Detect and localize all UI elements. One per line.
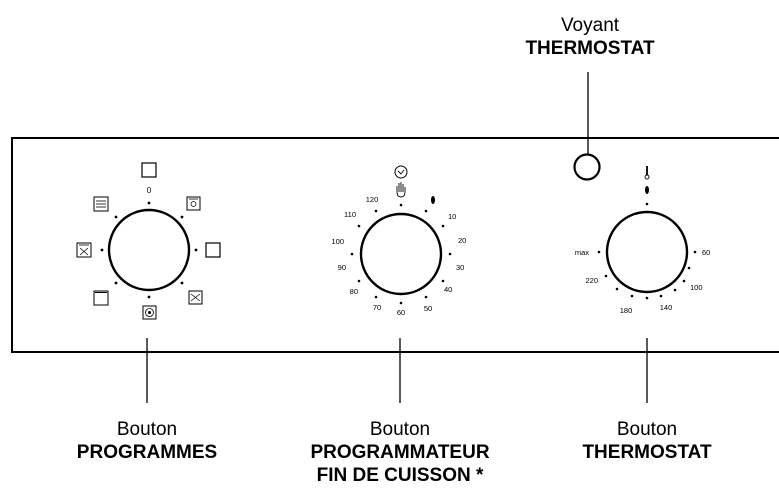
timer-tick-label: 70	[373, 303, 381, 312]
tick-dot	[399, 301, 403, 305]
timer-tick-label: 120	[366, 195, 379, 204]
thermostat-label: Bouton THERMOSTAT	[537, 418, 757, 464]
tick-dot	[424, 209, 428, 213]
hand-icon	[396, 182, 406, 198]
programmes-label: Bouton PROGRAMMES	[37, 418, 257, 464]
fan-grill-icon	[188, 290, 203, 305]
tick-dot	[659, 294, 663, 298]
tick-dot	[180, 215, 184, 219]
tick-dot	[693, 250, 697, 254]
tick-dot	[374, 295, 378, 299]
timer-knob[interactable]: 10 20 30 40 50 60 70 80 90 100 110 120	[331, 165, 466, 317]
indicator-mark-icon	[431, 196, 435, 204]
fan-grill-cross-icon	[76, 242, 92, 258]
tick-dot	[180, 281, 184, 285]
tick-dot	[374, 209, 378, 213]
thermostat-tick-label: max	[575, 248, 589, 257]
programmes-line1: Bouton	[116, 419, 178, 440]
indicator-mark-icon	[645, 186, 649, 194]
timer-tick-label: 90	[338, 263, 346, 272]
timer-tick-label: 100	[331, 237, 344, 246]
thermostat-tick-label: 180	[620, 306, 633, 315]
timer-tick-label: 80	[350, 287, 358, 296]
tick-dot	[147, 201, 151, 205]
programmateur-line1: Bouton	[369, 419, 431, 440]
timer-tick-label: 110	[344, 210, 356, 219]
timer-tick-label: 30	[456, 263, 464, 272]
clock-icon	[394, 165, 408, 179]
tick-dot	[630, 294, 634, 298]
programmateur-line2: PROGRAMMATEUR	[310, 442, 490, 463]
tick-dot	[645, 202, 649, 206]
thermostat-tick-label: 100	[690, 283, 703, 292]
thermometer-icon	[644, 166, 650, 180]
tick-dot	[147, 295, 151, 299]
programmateur-label: Bouton PROGRAMMATEUR FIN DE CUISSON *	[275, 418, 525, 487]
tick-dot	[114, 281, 118, 285]
voyant-line2: THERMOSTAT	[525, 38, 655, 59]
programmes-line2: PROGRAMMES	[76, 442, 218, 463]
timer-tick-label: 40	[444, 285, 452, 294]
tick-dot	[194, 248, 198, 252]
tick-dot	[682, 279, 686, 283]
grill-square-icon	[205, 242, 221, 258]
off-square-icon	[141, 162, 157, 178]
programmateur-line3: FIN DE CUISSON *	[316, 465, 484, 486]
tick-dot	[441, 224, 445, 228]
thermostat-line1: Bouton	[616, 419, 678, 440]
tick-dot	[448, 252, 452, 256]
fan-element-icon	[142, 305, 157, 320]
timer-tick-label: 60	[397, 308, 405, 317]
tick-dot	[114, 215, 118, 219]
thermostat-knob-dial	[605, 210, 689, 294]
top-bottom-heat-icon	[93, 196, 109, 212]
tick-dot	[399, 203, 403, 207]
timer-tick-label: 50	[424, 304, 432, 313]
thermostat-tick-label: 220	[585, 276, 598, 285]
tick-dot	[441, 279, 445, 283]
bottom-heat-icon	[93, 290, 109, 306]
fan-top-heat-icon	[186, 196, 201, 211]
thermostat-tick-label: 140	[660, 303, 673, 312]
voyant-thermostat-label: Voyant THERMOSTAT	[470, 14, 710, 60]
tick-dot	[673, 288, 677, 292]
programmes-knob-dial	[107, 208, 191, 292]
programmes-zero-label: 0	[147, 186, 152, 195]
thermostat-knob[interactable]: 60 100 140 180 220 max	[575, 166, 711, 315]
voyant-thermostat-lamp	[573, 153, 601, 181]
tick-dot	[645, 296, 649, 300]
timer-tick-label: 10	[448, 212, 456, 221]
timer-knob-dial	[359, 212, 443, 296]
tick-dot	[597, 250, 601, 254]
tick-dot	[357, 224, 361, 228]
tick-dot	[687, 266, 691, 270]
programmes-knob[interactable]: 0	[76, 162, 221, 320]
thermostat-tick-label: 60	[702, 248, 710, 257]
tick-dot	[100, 248, 104, 252]
voyant-line1: Voyant	[560, 15, 620, 36]
control-panel-outline	[11, 137, 779, 353]
thermostat-line2: THERMOSTAT	[582, 442, 712, 463]
tick-dot	[604, 274, 608, 278]
tick-dot	[424, 295, 428, 299]
tick-dot	[357, 279, 361, 283]
tick-dot	[615, 287, 619, 291]
timer-tick-label: 20	[458, 236, 466, 245]
tick-dot	[350, 252, 354, 256]
